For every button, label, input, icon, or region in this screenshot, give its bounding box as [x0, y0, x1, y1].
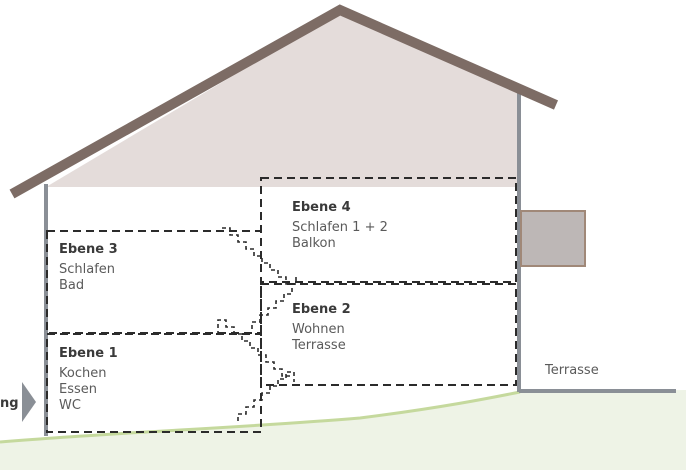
level-4-label: Ebene 4 Schlafen 1 + 2 Balkon — [292, 200, 388, 252]
level-2-title: Ebene 2 — [292, 302, 351, 317]
stair-flight-2 — [241, 334, 290, 377]
ground-line — [0, 390, 521, 444]
stair-flight-4 — [251, 287, 293, 329]
level-3-label: Ebene 3 Schlafen Bad — [59, 242, 118, 294]
terrace-label: Terrasse — [545, 363, 599, 378]
level-1-label: Ebene 1 Kochen Essen WC — [59, 346, 118, 414]
level-1-title: Ebene 1 — [59, 346, 118, 361]
cut-off-label: ng — [0, 396, 19, 411]
stair-flight-3 — [222, 227, 297, 285]
stair-flight-2b — [217, 319, 242, 335]
stair-flight-1 — [237, 371, 295, 421]
level-4-line-1: Schlafen 1 + 2 — [292, 220, 388, 235]
level-1-outline — [46, 333, 262, 433]
level-1-line-2: Essen — [59, 382, 97, 397]
level-4-line-2: Balkon — [292, 236, 336, 251]
level-2-outline — [260, 283, 517, 386]
stairs — [217, 227, 297, 421]
roof — [9, 4, 559, 199]
arrow-right-icon — [22, 382, 36, 422]
level-3-title: Ebene 3 — [59, 242, 118, 257]
level-1-line-1: Kochen — [59, 366, 107, 381]
window-box — [520, 210, 586, 267]
level-4-title: Ebene 4 — [292, 200, 351, 215]
level-2-line-1: Wohnen — [292, 322, 345, 337]
level-3-line-1: Schlafen — [59, 262, 116, 277]
level-3-line-2: Bad — [59, 278, 85, 293]
level-2-line-2: Terrasse — [292, 338, 346, 353]
ground-area — [0, 390, 686, 470]
attic-area — [46, 12, 519, 187]
level-2-label: Ebene 2 Wohnen Terrasse — [292, 302, 351, 354]
level-1-line-3: WC — [59, 398, 81, 413]
